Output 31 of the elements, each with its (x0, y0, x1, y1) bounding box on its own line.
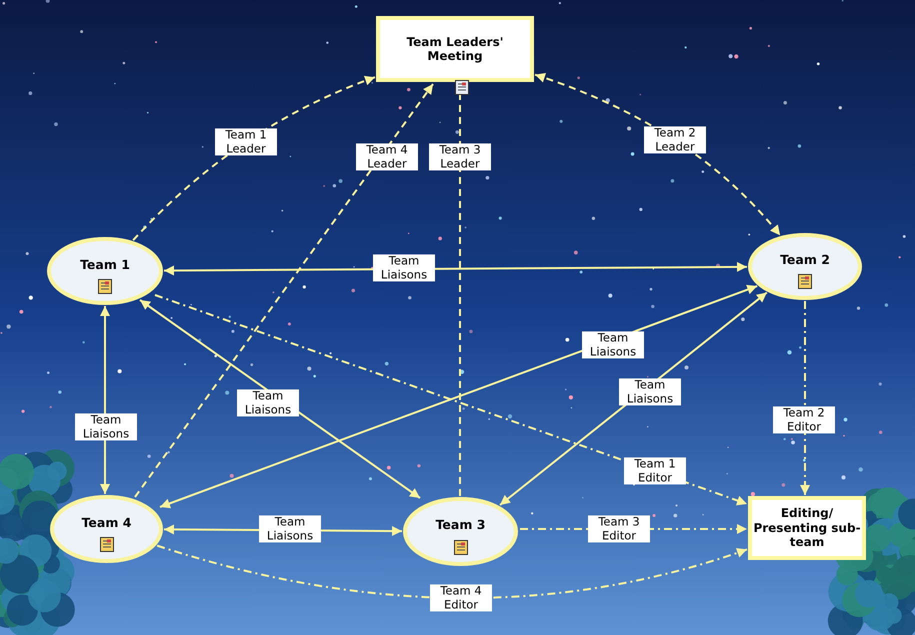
edge-label: Team 3 Editor (588, 515, 650, 543)
team-ellipse (748, 233, 862, 300)
edge-label: Team 4 Leader (356, 143, 418, 171)
node-title: Team 3 (436, 517, 486, 532)
edge-label: Team Liaisons (582, 331, 644, 359)
connector-arrow (800, 301, 810, 495)
team-ellipse (47, 237, 163, 305)
node-title: Team 4 (82, 514, 132, 530)
edge-label: Team 2 Leader (644, 126, 706, 154)
edge-label: Team 1 Editor (624, 457, 686, 485)
node-title: Team Leaders' Meeting (406, 34, 504, 64)
node-title: Team 2 (780, 252, 830, 267)
connector-arrow (134, 83, 434, 498)
node-title: Team 1 (80, 256, 130, 272)
process-box (748, 496, 866, 560)
edge-label: Team Liaisons (75, 413, 137, 441)
edge-label: Team Liaisons (259, 515, 321, 543)
edge-label: Team Liaisons (237, 389, 299, 417)
team-ellipse (403, 497, 518, 566)
node-title: Editing/ Presenting sub-team (752, 506, 862, 550)
connector-arrow (156, 544, 748, 599)
edge-label: Team 4 Editor (430, 584, 492, 612)
edge-label: Team 3 Leader (429, 143, 491, 171)
edge-label: Team 2 Editor (773, 406, 835, 434)
connector-arrow (499, 292, 768, 506)
edge-label: Team 1 Leader (215, 128, 277, 156)
connector-arrow (139, 299, 421, 499)
connector-arrow (164, 262, 748, 276)
team-ellipse (50, 495, 163, 563)
edge-label: Team Liaisons (619, 378, 681, 406)
edge-label: Team Liaisons (373, 254, 435, 282)
